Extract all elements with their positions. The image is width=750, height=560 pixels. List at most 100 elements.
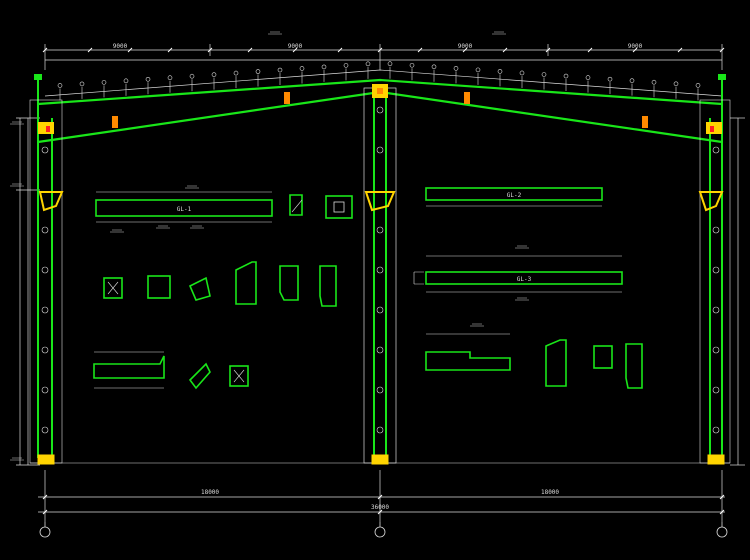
column-bracket-left: [38, 191, 64, 212]
dim-tick: [677, 47, 683, 53]
detail-plate-4: [147, 275, 171, 299]
detail-plate-7: [279, 265, 299, 301]
purlin-bubble: [343, 63, 349, 68]
dim-tick: [719, 47, 725, 53]
column-mark: [376, 306, 384, 314]
column-mark: [712, 146, 720, 154]
dim-tick: [719, 494, 725, 500]
dim-tick: [207, 47, 213, 53]
dim-tick: [377, 47, 383, 53]
details-left: GL-1: [93, 191, 353, 390]
dimension-ticks: [42, 47, 725, 515]
column-mark: [376, 226, 384, 234]
column-mark: [712, 346, 720, 354]
column-mark: [376, 346, 384, 354]
dim-tick: [377, 509, 383, 515]
detail-plate-1: [289, 194, 303, 216]
column-mark: [376, 106, 384, 114]
column-top-left: [34, 74, 42, 80]
detail-plate-11: [545, 339, 567, 387]
column-mark: [712, 226, 720, 234]
detail-plate-6: [235, 261, 257, 305]
purlin-bubble: [277, 67, 283, 73]
dim-tick: [42, 509, 48, 515]
column-mark: [41, 346, 49, 354]
detail-plate-2: [325, 195, 353, 219]
top-dim-text-4: 9000: [628, 43, 643, 50]
detail-plate-12: [593, 345, 613, 369]
purlin-bubble: [519, 70, 525, 76]
dim-tick: [545, 47, 551, 53]
dim-tick: [87, 47, 93, 53]
column-mark: [41, 306, 49, 314]
eave-node-left-red: [46, 126, 50, 132]
purlin-bubble: [409, 62, 415, 68]
purlin-bubble: [607, 76, 613, 82]
bay-dim-text-left: 18000: [201, 489, 219, 496]
connection-nodes: [34, 74, 726, 212]
purlin-bubble: [189, 73, 195, 79]
detail-beam-gl1: [95, 199, 273, 217]
purlin-bubble: [387, 61, 393, 67]
bay-dim-text-right: 18000: [541, 489, 559, 496]
purlin-bubble: [123, 78, 129, 84]
dim-tick: [417, 47, 423, 53]
rafter-top-chord: [37, 78, 723, 106]
detail-beam-gl3-label: GL-3: [517, 276, 532, 283]
top-dim-text-3: 9000: [458, 43, 473, 50]
purlin-bubble: [431, 64, 437, 70]
dim-tick: [719, 509, 725, 515]
column-mark: [376, 266, 384, 274]
detail-beam-gl1-label: GL-1: [177, 206, 192, 213]
detail-plate-8: [319, 265, 337, 307]
column-mark: [712, 306, 720, 314]
detail-plate-5: [188, 276, 211, 301]
annotation-marks: [10, 31, 529, 461]
detail-beam-tapered: [425, 351, 511, 371]
purlin-bubble: [167, 75, 173, 81]
purlin-bubble: [365, 61, 371, 67]
rafter-roof-line: [44, 69, 723, 97]
base-plate-right: [707, 454, 725, 465]
column-mark: [712, 426, 720, 434]
purlin-bubble: [211, 72, 217, 77]
details-right: GL-2 GL-3: [413, 187, 643, 389]
purlin-bubble: [145, 76, 151, 82]
purlin-marks: [57, 61, 701, 101]
top-dim-text-2: 9000: [288, 43, 303, 50]
purlin-bubble: [563, 73, 569, 79]
purlin-bubble: [497, 69, 503, 74]
column-mark: [41, 266, 49, 274]
purlin-bubble: [695, 83, 701, 88]
detail-beam-gl3: [425, 271, 623, 285]
ridge-node-red: [377, 88, 383, 94]
purlin-bubble: [673, 81, 679, 87]
column-top-right: [718, 74, 726, 80]
purlin-bubble: [101, 80, 107, 85]
dim-tick: [167, 47, 173, 53]
column-mark: [376, 426, 384, 434]
column-bracket-mid: [364, 191, 396, 212]
purlin-bubble: [629, 78, 635, 83]
dimension-texts: 9000 9000 9000 9000 18000 18000 36000: [113, 43, 643, 511]
dim-tick: [587, 47, 593, 53]
base-plates: [37, 454, 725, 465]
column-mark: [712, 386, 720, 394]
purlin-bubble: [57, 83, 63, 88]
purlin-bubble: [321, 64, 327, 70]
dim-tick: [42, 47, 48, 53]
purlin-bubble: [255, 69, 261, 74]
column-mark: [41, 386, 49, 394]
purlin-bubble: [541, 72, 547, 77]
dimension-layer: [16, 44, 745, 522]
rafter-splice-left-1: [112, 116, 118, 128]
dim-tick: [462, 47, 468, 53]
column-mark: [41, 146, 49, 154]
dim-tick: [632, 47, 638, 53]
dim-tick: [292, 47, 298, 53]
top-dim-text-1: 9000: [113, 43, 128, 50]
base-plate-mid: [371, 454, 389, 465]
column-mark: [712, 266, 720, 274]
rafter-splice-right-1: [464, 92, 470, 104]
